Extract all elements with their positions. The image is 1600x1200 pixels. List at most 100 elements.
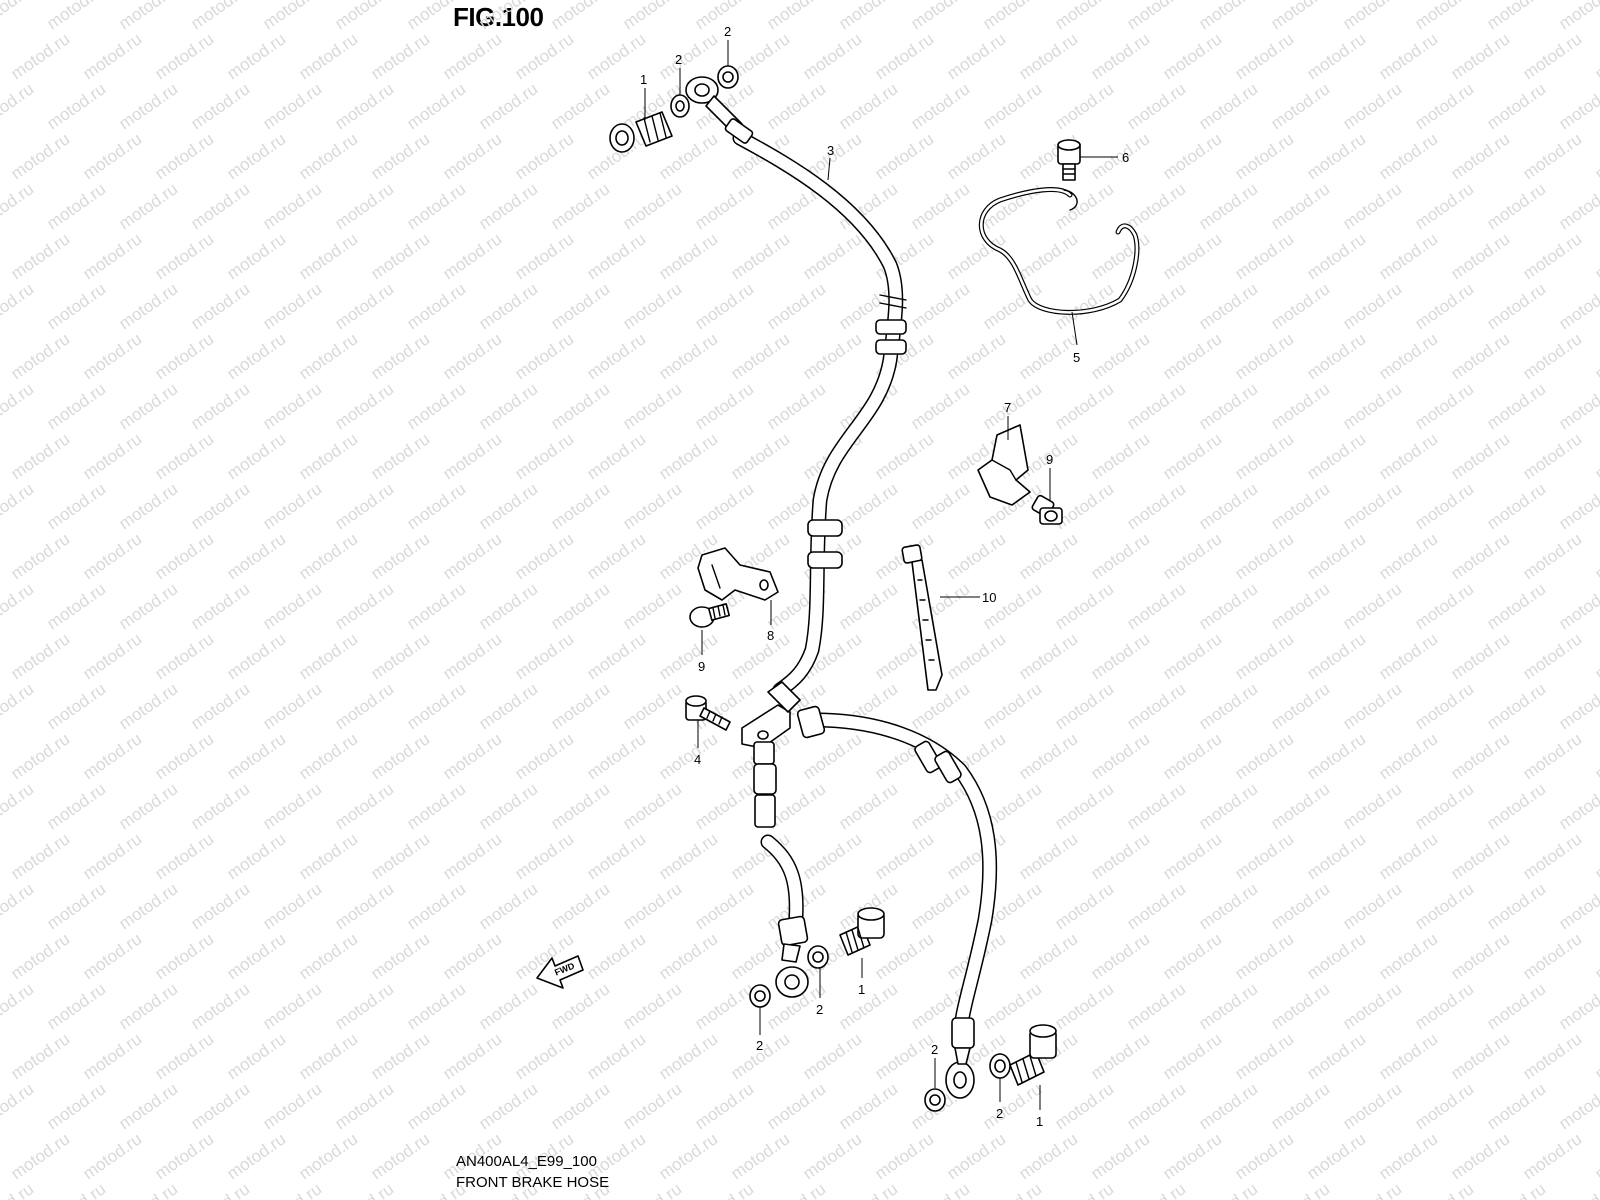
watermark-text: motod.ru	[871, 429, 937, 483]
watermark-text: motod.ru	[115, 1079, 181, 1133]
watermark-text: motod.ru	[1483, 0, 1549, 33]
watermark-text: motod.ru	[1303, 429, 1369, 483]
callout-labels: 1 2 2 3 6 5 7 9 8 9 10 4 1 2 2 2 2 1	[640, 24, 1129, 1129]
watermark-text: motod.ru	[979, 979, 1045, 1033]
watermark-text: motod.ru	[943, 129, 1009, 183]
watermark-text: motod.ru	[1123, 979, 1189, 1033]
watermark-text: motod.ru	[1339, 1179, 1405, 1200]
watermark-text: motod.ru	[1339, 479, 1405, 533]
watermark-text: motod.ru	[619, 179, 685, 233]
callout-2-top-a: 2	[675, 52, 682, 67]
watermark-text: motod.ru	[547, 379, 613, 433]
watermark-text: motod.ru	[475, 0, 541, 33]
watermark-text: motod.ru	[367, 529, 433, 583]
watermark-text: motod.ru	[763, 79, 829, 133]
watermark-text: motod.ru	[1159, 1129, 1225, 1183]
watermark-text: motod.ru	[115, 979, 181, 1033]
watermark-text: motod.ru	[0, 979, 37, 1033]
bolt-4	[685, 695, 731, 731]
watermark-text: motod.ru	[691, 279, 757, 333]
watermark-text: motod.ru	[1591, 929, 1600, 983]
watermark-text: motod.ru	[1375, 429, 1441, 483]
watermark-text: motod.ru	[115, 0, 181, 33]
watermark-text: motod.ru	[1447, 29, 1513, 83]
callout-2-lr-b: 2	[996, 1106, 1003, 1121]
watermark-text: motod.ru	[223, 929, 289, 983]
watermark-text: motod.ru	[295, 529, 361, 583]
watermark-text: motod.ru	[1519, 29, 1585, 83]
watermark-text: motod.ru	[1555, 1179, 1600, 1200]
watermark-text: motod.ru	[1123, 479, 1189, 533]
callout-2-lr-a: 2	[931, 1042, 938, 1057]
watermark-text: motod.ru	[7, 629, 73, 683]
watermark-text: motod.ru	[1339, 579, 1405, 633]
watermark-text: motod.ru	[223, 629, 289, 683]
watermark-text: motod.ru	[1159, 329, 1225, 383]
watermark-text: motod.ru	[583, 429, 649, 483]
watermark-text: motod.ru	[79, 929, 145, 983]
watermark-text: motod.ru	[1123, 579, 1189, 633]
watermark-text: motod.ru	[223, 129, 289, 183]
callout-2-ll-a: 2	[816, 1002, 823, 1017]
watermark-text: motod.ru	[1051, 579, 1117, 633]
callout-8: 8	[767, 628, 774, 643]
watermark-text: motod.ru	[151, 329, 217, 383]
watermark-text: motod.ru	[871, 1129, 937, 1183]
watermark-text: motod.ru	[583, 829, 649, 883]
watermark-text: motod.ru	[1087, 729, 1153, 783]
watermark-text: motod.ru	[151, 429, 217, 483]
watermark-text: motod.ru	[295, 29, 361, 83]
watermark-text: motod.ru	[1051, 79, 1117, 133]
watermark-text: motod.ru	[439, 29, 505, 83]
watermark-text: motod.ru	[835, 0, 901, 33]
watermark-text: motod.ru	[1231, 329, 1297, 383]
upper-banjo-fitting	[685, 76, 754, 144]
watermark-text: motod.ru	[1375, 29, 1441, 83]
watermark-text: motod.ru	[331, 379, 397, 433]
callout-5: 5	[1073, 350, 1080, 365]
watermark-text: motod.ru	[871, 29, 937, 83]
watermark-text: motod.ru	[1267, 1079, 1333, 1133]
watermark-text: motod.ru	[223, 1029, 289, 1083]
watermark-text: motod.ru	[1375, 629, 1441, 683]
watermark-text: motod.ru	[1303, 329, 1369, 383]
watermark-text: motod.ru	[0, 929, 1, 983]
watermark-text: motod.ru	[1483, 79, 1549, 133]
watermark-text: motod.ru	[403, 479, 469, 533]
watermark-text: motod.ru	[1483, 679, 1549, 733]
watermark-text: motod.ru	[151, 129, 217, 183]
watermark-text: motod.ru	[511, 529, 577, 583]
watermark-text: motod.ru	[475, 679, 541, 733]
watermark-text: motod.ru	[1303, 129, 1369, 183]
watermark-text: motod.ru	[547, 879, 613, 933]
watermark-text: motod.ru	[691, 1079, 757, 1133]
watermark-text: motod.ru	[187, 79, 253, 133]
watermark-text: motod.ru	[907, 79, 973, 133]
watermark-text: motod.ru	[439, 529, 505, 583]
watermark-text: motod.ru	[547, 979, 613, 1033]
watermark-text: motod.ru	[1555, 0, 1600, 33]
watermark-text: motod.ru	[259, 679, 325, 733]
watermark-text: motod.ru	[0, 379, 37, 433]
watermark-text: motod.ru	[1195, 0, 1261, 33]
watermark-text: motod.ru	[871, 129, 937, 183]
callout-6: 6	[1122, 150, 1129, 165]
watermark-text: motod.ru	[1051, 679, 1117, 733]
watermark-text: motod.ru	[583, 229, 649, 283]
watermark-text: motod.ru	[1519, 1129, 1585, 1183]
watermark-text: motod.ru	[943, 29, 1009, 83]
watermark-text: motod.ru	[187, 979, 253, 1033]
watermark-text: motod.ru	[1447, 429, 1513, 483]
watermark-text: motod.ru	[367, 129, 433, 183]
watermark-text: motod.ru	[115, 579, 181, 633]
watermark-text: motod.ru	[151, 29, 217, 83]
watermark-text: motod.ru	[1267, 879, 1333, 933]
watermark-text: motod.ru	[1303, 529, 1369, 583]
watermark-text: motod.ru	[0, 1079, 37, 1133]
watermark-text: motod.ru	[511, 629, 577, 683]
watermark-text: motod.ru	[259, 279, 325, 333]
watermark-text: motod.ru	[259, 0, 325, 33]
watermark-text: motod.ru	[0, 829, 1, 883]
callout-1-top: 1	[640, 72, 647, 87]
watermark-text: motod.ru	[475, 879, 541, 933]
